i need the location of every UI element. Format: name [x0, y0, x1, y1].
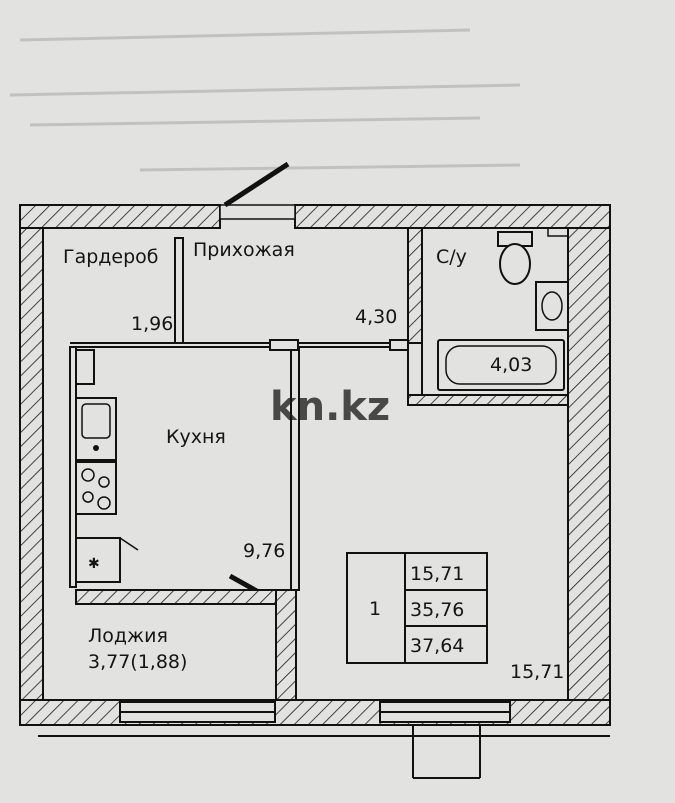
kitchen-area: 9,76	[243, 540, 285, 562]
living-room-area: 15,71	[510, 661, 564, 683]
loggia-label: Лоджия	[88, 625, 168, 647]
wall-bottom	[19, 699, 611, 726]
summary-total-area: 35,76	[410, 599, 464, 621]
window-loggia	[119, 701, 276, 723]
bathroom-area: 4,03	[490, 354, 532, 376]
summary-table	[346, 552, 488, 664]
toilet	[497, 231, 533, 285]
kitchen-stove	[75, 461, 117, 515]
kitchen-label: Кухня	[166, 426, 226, 448]
wardrobe-area: 1,96	[131, 313, 173, 335]
kitchen-sink	[75, 397, 117, 461]
kitchen-column	[75, 349, 95, 385]
wall-right	[567, 227, 611, 701]
summary-living-area: 15,71	[410, 563, 464, 585]
summary-total-with-loggia: 37,64	[410, 635, 464, 657]
kitchen-fridge: ✱	[75, 537, 139, 583]
svg-text:✱: ✱	[88, 556, 100, 572]
bathroom-sink	[535, 281, 569, 331]
bathroom-door	[547, 227, 569, 237]
wall-left	[19, 227, 44, 701]
outer-walls	[19, 204, 611, 726]
watermark: kn.kz	[270, 384, 390, 430]
wall-top-right	[294, 204, 611, 229]
wall-top-left	[19, 204, 221, 229]
bathroom-walls	[407, 227, 569, 406]
hallway-area: 4,30	[355, 306, 397, 328]
window-room	[379, 701, 511, 723]
bathtub	[437, 339, 565, 391]
background-stamp	[9, 28, 521, 172]
loggia-walls	[75, 589, 297, 701]
bathroom-label: С/у	[436, 246, 467, 268]
wardrobe-wall	[174, 237, 184, 344]
hallway-label: Прихожая	[193, 239, 295, 261]
wardrobe-label: Гардероб	[63, 246, 159, 268]
balcony-stub	[412, 725, 481, 779]
summary-room-count: 1	[369, 598, 381, 620]
loggia-area: 3,77(1,88)	[88, 651, 187, 673]
entrance-door	[219, 161, 296, 220]
